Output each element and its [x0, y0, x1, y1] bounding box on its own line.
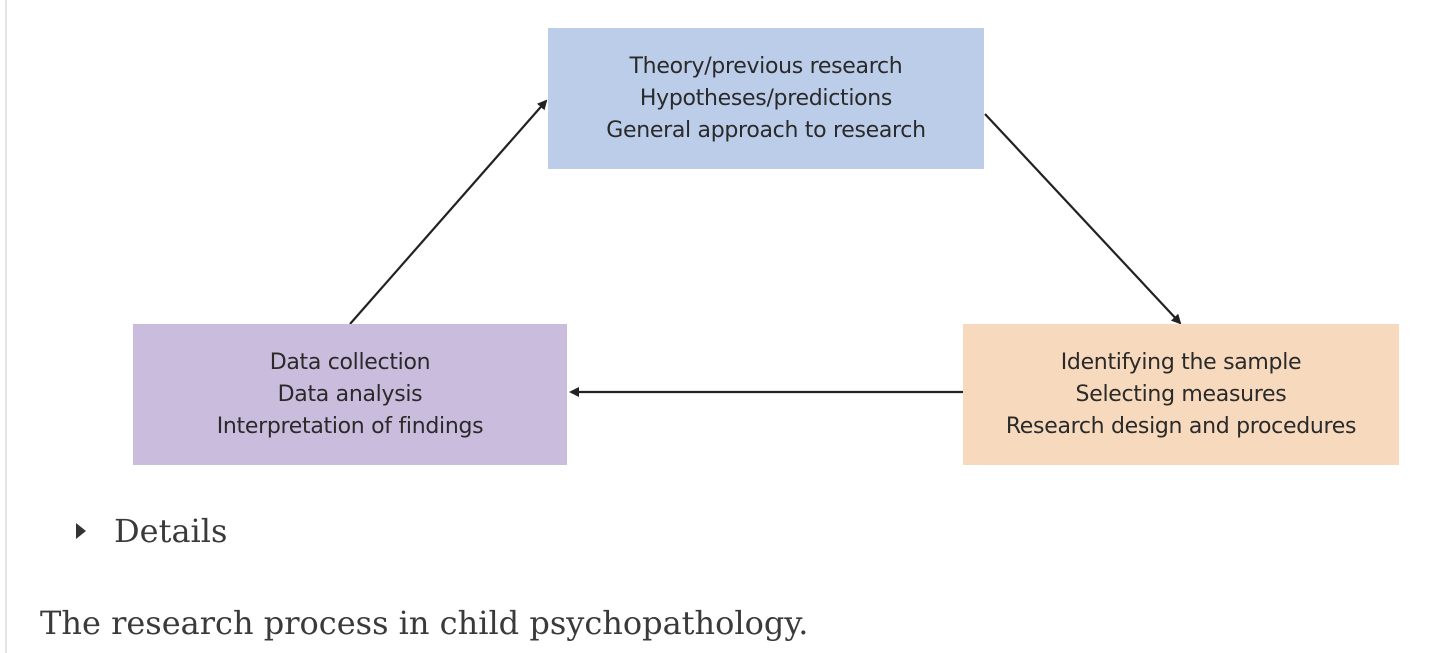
theory-box-line: Theory/previous research: [629, 53, 903, 79]
figure-caption: The research process in child psychopath…: [40, 604, 809, 642]
theory-box-line: General approach to research: [606, 117, 926, 143]
design-box: Identifying the sample Selecting measure…: [963, 324, 1399, 465]
details-toggle[interactable]: Details: [76, 512, 227, 550]
analysis-box-line: Interpretation of findings: [216, 413, 484, 439]
left-border-rule: [5, 0, 7, 653]
arrow-left-to-top: [349, 99, 548, 325]
analysis-box: Data collection Data analysis Interpreta…: [133, 324, 567, 465]
caret-right-icon: [76, 523, 86, 539]
analysis-box-line: Data collection: [269, 349, 431, 375]
theory-box-line: Hypotheses/predictions: [639, 85, 893, 111]
design-box-line: Identifying the sample: [1060, 349, 1302, 375]
design-box-line: Selecting measures: [1075, 381, 1287, 407]
design-box-line: Research design and procedures: [1005, 413, 1357, 439]
arrow-top-to-right: [984, 113, 1182, 325]
theory-box: Theory/previous research Hypotheses/pred…: [548, 28, 984, 169]
analysis-box-line: Data analysis: [277, 381, 423, 407]
details-label: Details: [114, 512, 228, 550]
